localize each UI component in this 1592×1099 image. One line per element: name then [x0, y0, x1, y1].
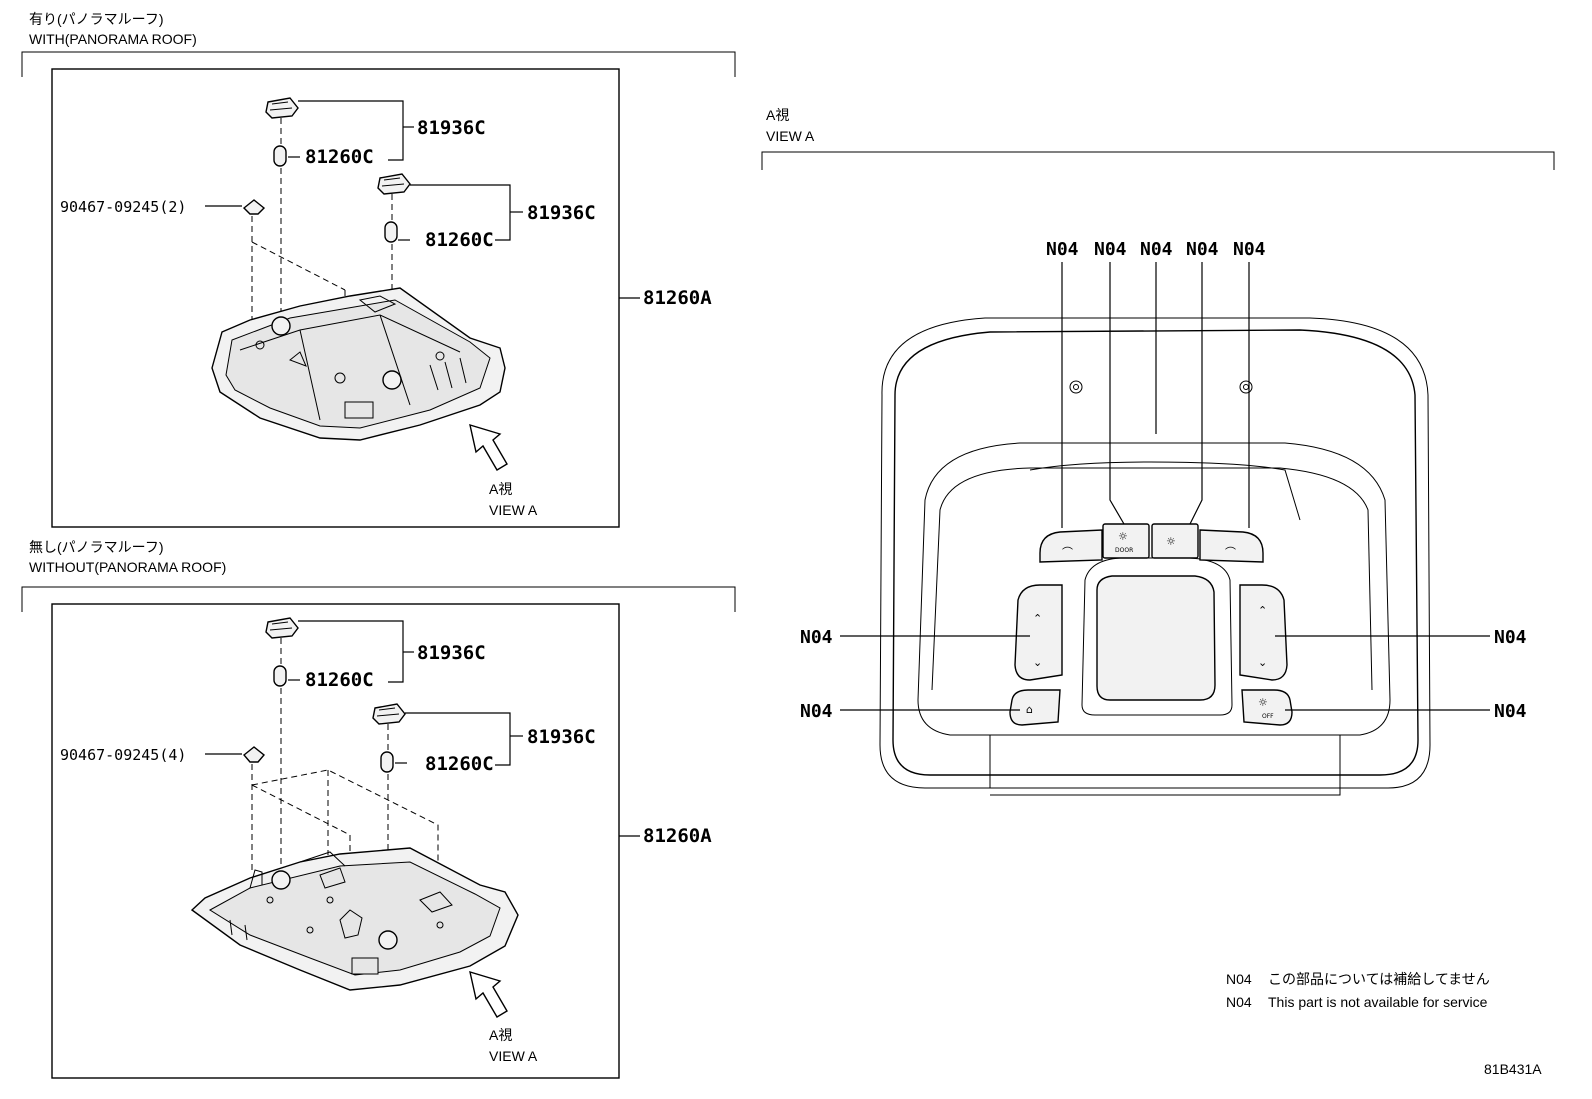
part-number-assembly: 81260A: [643, 825, 712, 847]
bulb-holder-icon: [372, 703, 406, 725]
view-label-jp: A視: [489, 1027, 512, 1043]
part-number-bulb-holder: 81936C: [417, 642, 486, 664]
view-a-panel: A視 VIEW A ⌒ ☼ DOOR: [761, 107, 1555, 796]
section-bracket: [21, 586, 736, 612]
note-text-jp: この部品については補給してません: [1268, 971, 1490, 987]
callout-n04: N04: [1094, 239, 1127, 260]
section-bracket: [21, 51, 736, 77]
section-title-jp: 有り(パノラマルーフ): [29, 11, 163, 27]
bulb-icon: [273, 145, 287, 167]
overhead-console-housing: [190, 847, 519, 991]
callout-n04: N04: [1233, 239, 1266, 260]
chevron-down-icon: ⌄: [1258, 656, 1267, 669]
part-number-bulb: 81260C: [305, 669, 374, 691]
part-number-bulb-holder: 81936C: [527, 726, 596, 748]
note-code: N04: [1226, 994, 1252, 1010]
detail-frame: [51, 68, 620, 528]
view-label-jp: A視: [489, 481, 512, 497]
callout-n04: N04: [800, 627, 833, 648]
part-number-bulb-holder: 81936C: [527, 202, 596, 224]
bulb-icon: [384, 221, 398, 243]
door-light-icon: ☼: [1118, 530, 1128, 543]
map-light-left-button[interactable]: ⌒: [1039, 529, 1103, 563]
arrow-up-left-icon: [469, 970, 508, 1018]
shade-icon: ⌃: [1258, 604, 1267, 617]
bulb-holder-icon: [265, 617, 299, 639]
sunroof-slide-icon: ⌂: [1026, 703, 1033, 716]
map-light-icon: ⌒: [1225, 546, 1236, 559]
dome-light-button[interactable]: ☼: [1151, 523, 1199, 559]
clip-icon: [242, 746, 266, 763]
map-light-right-button[interactable]: ⌒: [1199, 529, 1264, 563]
part-number-bulb: 81260C: [425, 753, 494, 775]
overhead-console-housing: [211, 287, 506, 441]
bulb-holder-icon: [377, 173, 411, 195]
part-number-bulb: 81260C: [305, 146, 374, 168]
chevron-down-icon: ⌄: [1033, 656, 1042, 669]
map-light-icon: ⌒: [1062, 546, 1073, 559]
shade-off-icon: ☼: [1258, 696, 1268, 709]
view-a-bracket: [761, 151, 1555, 170]
section-title-en: WITH(PANORAMA ROOF): [29, 31, 197, 47]
door-label: DOOR: [1115, 547, 1133, 554]
section-title-jp: 無し(パノラマルーフ): [29, 539, 163, 555]
part-number-bulb-holder: 81936C: [417, 117, 486, 139]
note-code: N04: [1226, 971, 1252, 987]
section-without-panorama-roof: 無し(パノラマルーフ) WITHOUT(PANORAMA ROOF) 81936…: [21, 539, 736, 1079]
view-label-en: VIEW A: [489, 1048, 538, 1064]
clip-icon: [242, 199, 266, 215]
bulb-holder-icon: [265, 97, 299, 119]
callout-n04: N04: [1186, 239, 1219, 260]
bulb-icon: [380, 751, 394, 773]
view-a-title-en: VIEW A: [766, 128, 815, 144]
dome-light-icon: ☼: [1166, 535, 1176, 548]
part-number-bulb: 81260C: [425, 229, 494, 251]
view-label-en: VIEW A: [489, 502, 538, 518]
part-number-clip: 90467-09245(4): [60, 746, 186, 764]
overhead-console-front-view: [879, 317, 1431, 796]
bulb-icon: [273, 665, 287, 687]
door-light-button[interactable]: ☼ DOOR: [1102, 523, 1150, 559]
callout-n04: N04: [1046, 239, 1079, 260]
notes: N04 この部品については補給してません N04 This part is no…: [1226, 971, 1490, 1010]
section-with-panorama-roof: 有り(パノラマルーフ) WITH(PANORAMA ROOF) 81936C 8…: [21, 11, 736, 528]
part-number-clip: 90467-09245(2): [60, 198, 186, 216]
sunroof-slide-button[interactable]: ⌂: [1009, 689, 1061, 726]
callout-n04: N04: [1140, 239, 1173, 260]
shade-off-button[interactable]: ☼ OFF: [1241, 689, 1293, 726]
arrow-up-left-icon: [469, 423, 508, 471]
detail-frame: [51, 603, 620, 1079]
shade-switch[interactable]: ⌃ ⌄: [1239, 584, 1288, 681]
callout-n04: N04: [800, 701, 833, 722]
sunroof-tilt-icon: ⌃: [1033, 612, 1042, 625]
callout-n04: N04: [1494, 701, 1527, 722]
figure-id: 81B431A: [1484, 1061, 1542, 1077]
note-text-en: This part is not available for service: [1268, 994, 1488, 1010]
view-a-title-jp: A視: [766, 107, 789, 123]
sunroof-tilt-switch[interactable]: ⌃ ⌄: [1014, 584, 1063, 681]
callout-n04: N04: [1494, 627, 1527, 648]
part-number-assembly: 81260A: [643, 287, 712, 309]
off-label: OFF: [1262, 713, 1274, 720]
section-title-en: WITHOUT(PANORAMA ROOF): [29, 559, 226, 575]
